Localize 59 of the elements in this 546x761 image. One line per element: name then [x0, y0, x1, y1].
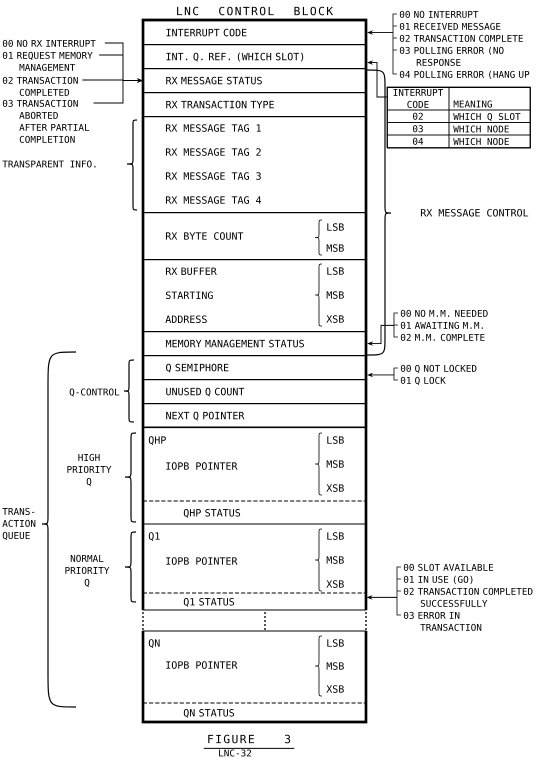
page-number: LNC-32	[219, 749, 252, 757]
status-row: QN STATUS	[142, 702, 367, 723]
table-cell: WHICH NODE	[448, 122, 530, 136]
byte-label: MSB	[326, 556, 344, 564]
status-row: Q1 STATUS	[142, 592, 367, 611]
brace-label: Q-CONTROL	[70, 388, 120, 397]
field-row: INTERRUPT CODE	[143, 20, 368, 46]
field-row: UNUSED Q COUNT	[143, 379, 368, 404]
status-row: QHP STATUS	[142, 500, 367, 525]
byte-label: LSB	[327, 223, 344, 231]
byte-label: LSB	[327, 639, 344, 647]
brace-label: NORMAL PRIORITY Q	[65, 554, 110, 588]
node-label: 01 IN USE (GO)	[404, 576, 472, 584]
code-list: 00 SLOT AVAILABLE 01 IN USE (GO) 02 TRANSACTION COMPLETED SUCCESSFULLY 03 ERROR IN TRANSACTION	[404, 564, 532, 631]
code-list: 00 NO M.M. NEEDED 01 AWAITING M.M. 02 M.M. COMPLETE	[400, 310, 488, 341]
byte-label: LSB	[327, 267, 344, 275]
node-label: 01 RECEIVED MESSAGE	[400, 22, 500, 30]
field-row: RX MESSAGE STATUS	[143, 68, 368, 94]
node-label: 00 SLOT AVAILABLE	[404, 564, 494, 571]
node-label: 03 POLLING ERROR (NO RESPONSE	[400, 46, 504, 66]
byte-label: LSB	[327, 436, 344, 444]
node-label: 04 POLLING ERROR (HANG UP	[400, 70, 530, 80]
table-cell: 03	[386, 122, 450, 136]
table-cell: INTERRUPT CODE	[386, 86, 450, 110]
byte-label: MSB	[326, 244, 344, 252]
field-row: Q SEMIPHORE	[143, 355, 368, 380]
byte-label: XSB	[326, 580, 344, 588]
table-cell: MEANING	[448, 86, 530, 110]
brace-label: HIGH PRIORITY Q	[67, 454, 112, 486]
byte-label: XSB	[326, 315, 344, 323]
node-label: 02 TRANSACTION COMPLETED SUCCESSFULLY	[404, 588, 533, 607]
table-cell: 04	[386, 134, 450, 148]
field-row: INT. Q. REF. (WHICH SLOT)	[143, 44, 368, 70]
table-cell: WHICH NODE	[448, 134, 530, 148]
brace-label: TRANSPARENT INFO.	[2, 160, 96, 168]
brace-label: TRANS- ACTION QUEUE	[2, 508, 36, 540]
code-list: 00 NO INTERRUPT 01 RECEIVED MESSAGE 02 TRANSACTION COMPLETE 03 POLLING ERROR (NO RESPONSE 04 POLLING ERROR (HANG UP	[400, 10, 530, 80]
node-label: 03 ERROR IN TRANSACTION	[404, 612, 482, 631]
byte-label: MSB	[326, 291, 344, 299]
byte-label: LSB	[327, 532, 344, 540]
node-label: 00 NO INTERRUPT	[400, 10, 478, 18]
code-note: 00 NO RX INTERRUPT	[2, 40, 96, 47]
field-row: MEMORY MANAGEMENT STATUS	[143, 331, 368, 356]
field-row: RX TRANSACTION TYPE	[143, 92, 368, 118]
byte-label: XSB	[326, 685, 344, 693]
byte-label: XSB	[326, 484, 344, 492]
byte-label: MSB	[326, 662, 344, 670]
table-cell: 02	[386, 110, 450, 123]
figure-caption: FIGURE 3	[204, 734, 294, 749]
byte-label: MSB	[326, 460, 344, 468]
table-cell: WHICH Q SLOT	[448, 110, 530, 123]
code-list: 00 Q NOT LOCKED 01 Q LOCK	[400, 364, 476, 386]
code-note: 03 TRANSACTION ABORTED AFTER PARTIAL COMPLETION	[2, 100, 90, 143]
brace-label: RX MESSAGE CONTROL	[420, 208, 528, 217]
code-note: 01 REQUEST MEMORY MANAGEMENT	[2, 52, 93, 71]
node-label: 02 TRANSACTION COMPLETE	[400, 34, 523, 42]
field-row: NEXT Q POINTER	[143, 403, 368, 428]
field-row: RX MESSAGE TAG 1 RX MESSAGE TAG 2 RX MESSAGE TAG 3 RX MESSAGE TAG 4	[143, 116, 368, 214]
code-note: 02 TRANSACTION COMPLETED	[2, 76, 78, 96]
